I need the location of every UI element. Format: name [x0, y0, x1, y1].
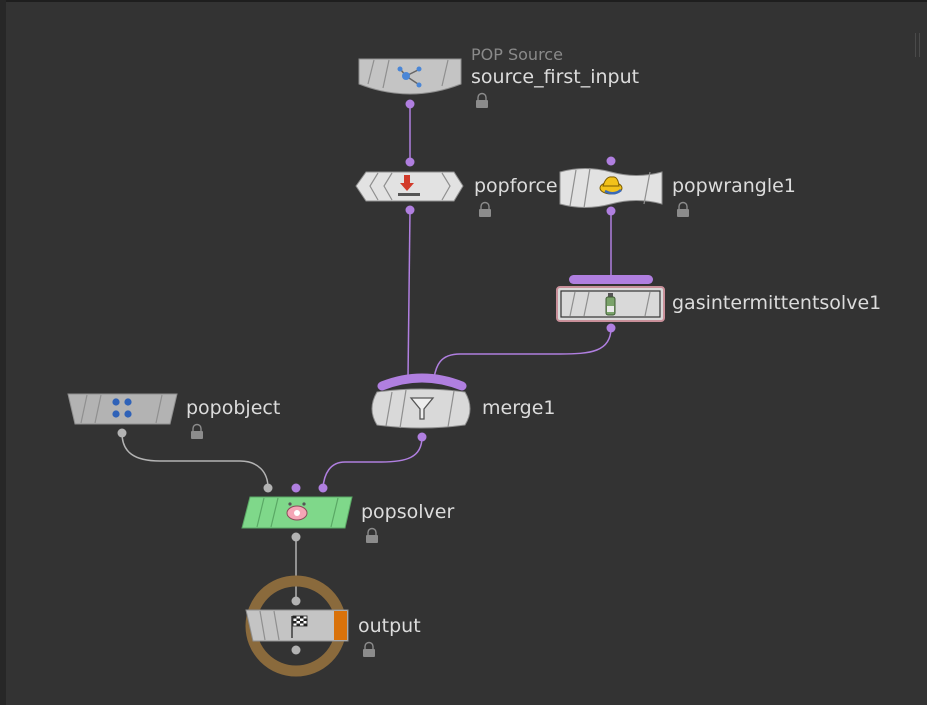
- input-connector[interactable]: [405, 157, 415, 167]
- wire-popobject-to-popsolver[interactable]: [121, 432, 269, 489]
- node-popobject[interactable]: popobject: [67, 393, 280, 440]
- node-label[interactable]: output: [358, 615, 421, 637]
- input-connector-2[interactable]: [291, 483, 301, 493]
- solver-icon: [286, 502, 308, 521]
- output-connector[interactable]: [606, 323, 616, 333]
- node-source-first-input[interactable]: POP Source source_first_input: [358, 45, 639, 109]
- input-bar[interactable]: [377, 373, 467, 391]
- input-connector[interactable]: [606, 156, 616, 166]
- lock-icon[interactable]: [366, 527, 378, 544]
- input-connector-3[interactable]: [318, 483, 328, 493]
- node-label[interactable]: popobject: [186, 397, 280, 419]
- input-connector[interactable]: [291, 596, 301, 606]
- lock-icon[interactable]: [476, 92, 488, 109]
- wire-merge-to-popsolver[interactable]: [322, 436, 423, 489]
- node-merge1[interactable]: merge1: [371, 373, 556, 442]
- node-label[interactable]: popforce: [474, 175, 558, 197]
- node-label[interactable]: source_first_input: [471, 66, 639, 88]
- top-pane-border: [6, 0, 927, 2]
- node-popforce[interactable]: popforce: [355, 157, 558, 218]
- output-connector[interactable]: [117, 428, 127, 438]
- node-label[interactable]: popwrangle1: [672, 175, 796, 197]
- checkered-flag-icon: [291, 615, 308, 638]
- node-type-label: POP Source: [471, 45, 563, 64]
- lock-icon[interactable]: [677, 201, 689, 218]
- wire-gas-to-merge[interactable]: [433, 327, 612, 379]
- funnel-icon: [409, 397, 435, 420]
- output-connector[interactable]: [405, 205, 415, 215]
- wire-popforce-to-merge[interactable]: [407, 209, 411, 379]
- wires: [121, 104, 612, 600]
- timer-bottle-icon: [605, 293, 616, 316]
- node-gasintermittentsolve1[interactable]: gasintermittentsolve1: [556, 275, 881, 333]
- node-label[interactable]: popsolver: [361, 501, 454, 523]
- input-connector-1[interactable]: [263, 483, 273, 493]
- display-flag[interactable]: [334, 611, 347, 640]
- scroll-marker[interactable]: [915, 33, 920, 57]
- cowboy-hat-icon: [599, 176, 623, 195]
- output-connector[interactable]: [606, 206, 616, 216]
- node-label[interactable]: gasintermittentsolve1: [672, 292, 881, 314]
- force-arrow-icon: [398, 175, 420, 196]
- left-pane-border: [0, 0, 6, 705]
- node-label[interactable]: merge1: [482, 397, 556, 419]
- output-connector[interactable]: [291, 645, 301, 655]
- output-connector[interactable]: [291, 532, 301, 542]
- lock-icon[interactable]: [191, 423, 203, 440]
- lock-icon[interactable]: [363, 641, 375, 658]
- node-output[interactable]: output: [245, 575, 421, 677]
- node-body[interactable]: [358, 58, 462, 95]
- input-bar[interactable]: [569, 275, 653, 284]
- lock-icon[interactable]: [479, 201, 491, 218]
- node-popsolver[interactable]: popsolver: [241, 483, 454, 544]
- scatter-points-icon: [397, 66, 422, 88]
- node-body[interactable]: [67, 393, 178, 425]
- output-connector[interactable]: [417, 432, 427, 442]
- particles-icon: [112, 398, 132, 418]
- output-connector[interactable]: [405, 99, 415, 109]
- node-popwrangle1[interactable]: popwrangle1: [559, 156, 796, 218]
